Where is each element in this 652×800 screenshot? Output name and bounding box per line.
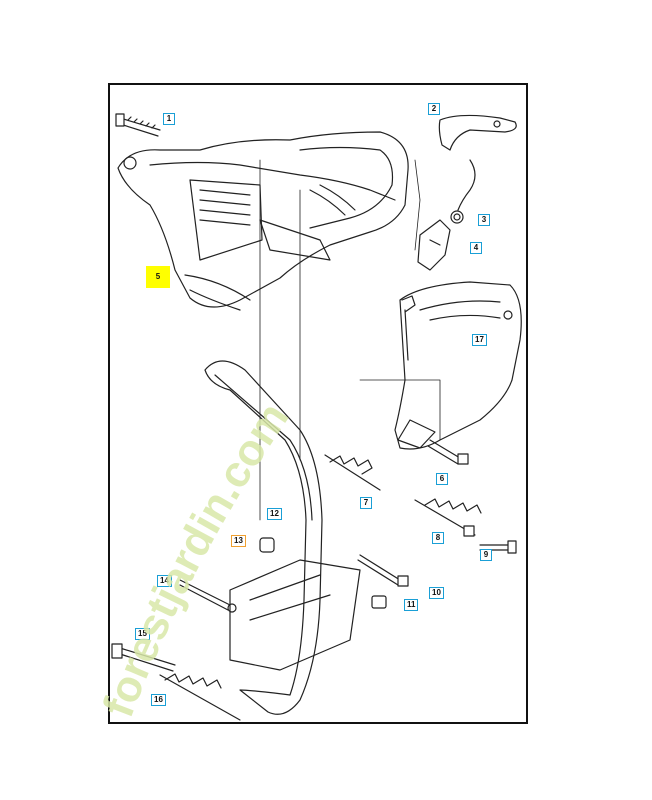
part-1-bolt [115,113,161,137]
callout-17: 17 [472,334,487,346]
callout-8: 8 [432,532,444,544]
front-bracket [229,559,361,671]
part-8-av-spring [414,498,482,537]
part-10-11-screws [357,554,409,609]
part-7-spring [324,454,381,491]
part-14-pin [179,579,237,613]
callout-3: 3 [478,214,490,226]
callout-16: 16 [151,694,166,706]
part-15-screw [111,643,176,672]
callout-1: 1 [163,113,175,125]
part-3-spring [450,159,476,224]
part-12-front-handle [204,360,323,715]
part-2-throttle [438,114,517,151]
part-13-bushing [259,537,275,553]
callout-7: 7 [360,497,372,509]
callout-6: 6 [436,473,448,485]
callout-12: 12 [267,508,282,520]
callout-13: 13 [231,535,246,547]
part-6-screw [427,439,469,465]
callout-14: 14 [157,575,172,587]
part-4-lockout [417,219,451,271]
callout-2: 2 [428,103,440,115]
diagram-frame [108,83,528,724]
callout-5: 5 [146,266,170,288]
part-16-spring [159,673,241,721]
callout-11: 11 [404,599,419,611]
callout-4: 4 [470,242,482,254]
callout-9: 9 [480,549,492,561]
callout-15: 15 [135,628,150,640]
callout-10: 10 [429,587,444,599]
part-17-handle-cover [394,281,522,450]
